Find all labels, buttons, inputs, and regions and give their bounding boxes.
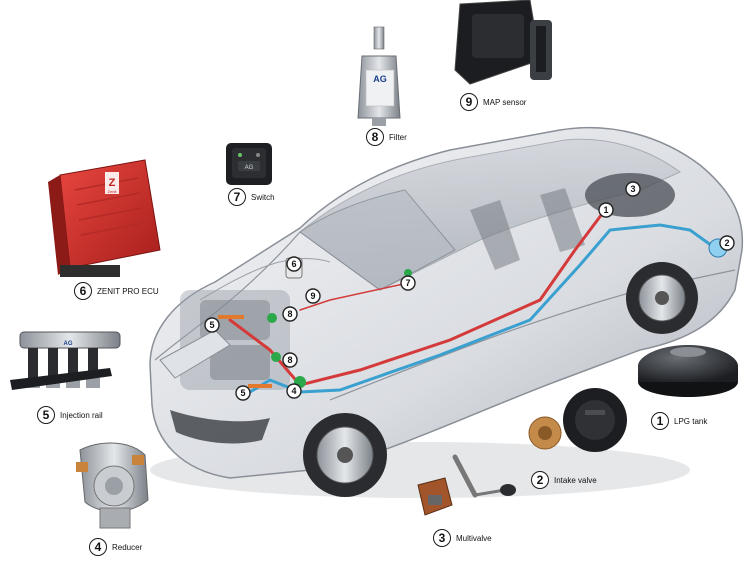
callout-injection-rail: 5 Injection rail (37, 406, 103, 424)
reducer-illustration (76, 442, 149, 529)
marker-3: 3 (625, 181, 641, 197)
marker-5-top: 5 (204, 317, 220, 333)
callout-number: 7 (228, 188, 246, 206)
ecu-brand-text: Zenit (108, 189, 118, 194)
map-sensor-illustration (454, 0, 552, 85)
svg-text:4: 4 (291, 386, 296, 396)
callout-reducer: 4 Reducer (89, 538, 142, 556)
callout-label: Injection rail (60, 410, 103, 420)
lpg-tank-illustration (638, 345, 738, 397)
marker-1: 1 (598, 202, 614, 218)
marker-2: 2 (708, 235, 735, 258)
callout-label: Intake valve (554, 475, 597, 485)
svg-text:8: 8 (287, 355, 292, 365)
svg-text:1: 1 (603, 205, 608, 215)
car-number-markers: 1 2 3 4 5 5 6 7 (204, 181, 735, 401)
svg-text:5: 5 (240, 388, 245, 398)
switch-brand-text: AG (245, 165, 254, 171)
callout-lpg-tank: 1 LPG tank (651, 412, 707, 430)
callout-number: 3 (433, 529, 451, 547)
callout-label: ZENIT PRO ECU (97, 286, 159, 296)
callout-number: 6 (74, 282, 92, 300)
filter-brand-text: AG (373, 74, 387, 84)
marker-8-bottom: 8 (282, 352, 298, 368)
marker-8-top: 8 (282, 306, 298, 322)
callout-map-sensor: 9 MAP sensor (460, 93, 526, 111)
marker-9: 9 (305, 288, 321, 304)
callout-label: Reducer (112, 542, 143, 552)
svg-text:6: 6 (291, 259, 296, 269)
multivalve-illustration (417, 454, 516, 516)
callout-number: 9 (460, 93, 478, 111)
callout-number: 1 (651, 412, 669, 430)
callout-label: LPG tank (674, 416, 708, 426)
car-green-markers (267, 269, 412, 388)
svg-text:9: 9 (310, 291, 315, 301)
ecu-illustration (48, 159, 161, 277)
filter-illustration (357, 26, 401, 126)
marker-7: 7 (400, 275, 416, 291)
svg-text:8: 8 (287, 309, 292, 319)
svg-text:2: 2 (724, 238, 729, 248)
callout-number: 2 (531, 471, 549, 489)
svg-text:3: 3 (630, 184, 635, 194)
switch-illustration (226, 143, 272, 185)
marker-4: 4 (286, 383, 302, 399)
marker-6: 6 (285, 256, 303, 279)
rail-brand-text: AG (64, 341, 73, 347)
callout-number: 8 (366, 128, 384, 146)
callout-number: 4 (89, 538, 107, 556)
callout-filter: 8 Filter (366, 128, 407, 146)
callout-label: MAP sensor (483, 97, 527, 107)
callout-intake-valve: 2 Intake valve (531, 471, 597, 489)
callout-label: Filter (389, 132, 407, 142)
intake-valve-illustration (528, 388, 627, 452)
injector-accents (218, 315, 272, 388)
callout-ecu: 6 ZENIT PRO ECU (74, 282, 159, 300)
injection-rail-illustration (10, 331, 121, 390)
callout-label: Multivalve (456, 533, 492, 543)
marker-5-bottom: 5 (235, 385, 251, 401)
svg-text:7: 7 (405, 278, 410, 288)
callout-switch: 7 Switch (228, 188, 275, 206)
ecu-logo-text: Z (109, 177, 116, 189)
callout-number: 5 (37, 406, 55, 424)
svg-text:5: 5 (209, 320, 214, 330)
callout-multivalve: 3 Multivalve (433, 529, 492, 547)
callout-label: Switch (251, 192, 275, 202)
